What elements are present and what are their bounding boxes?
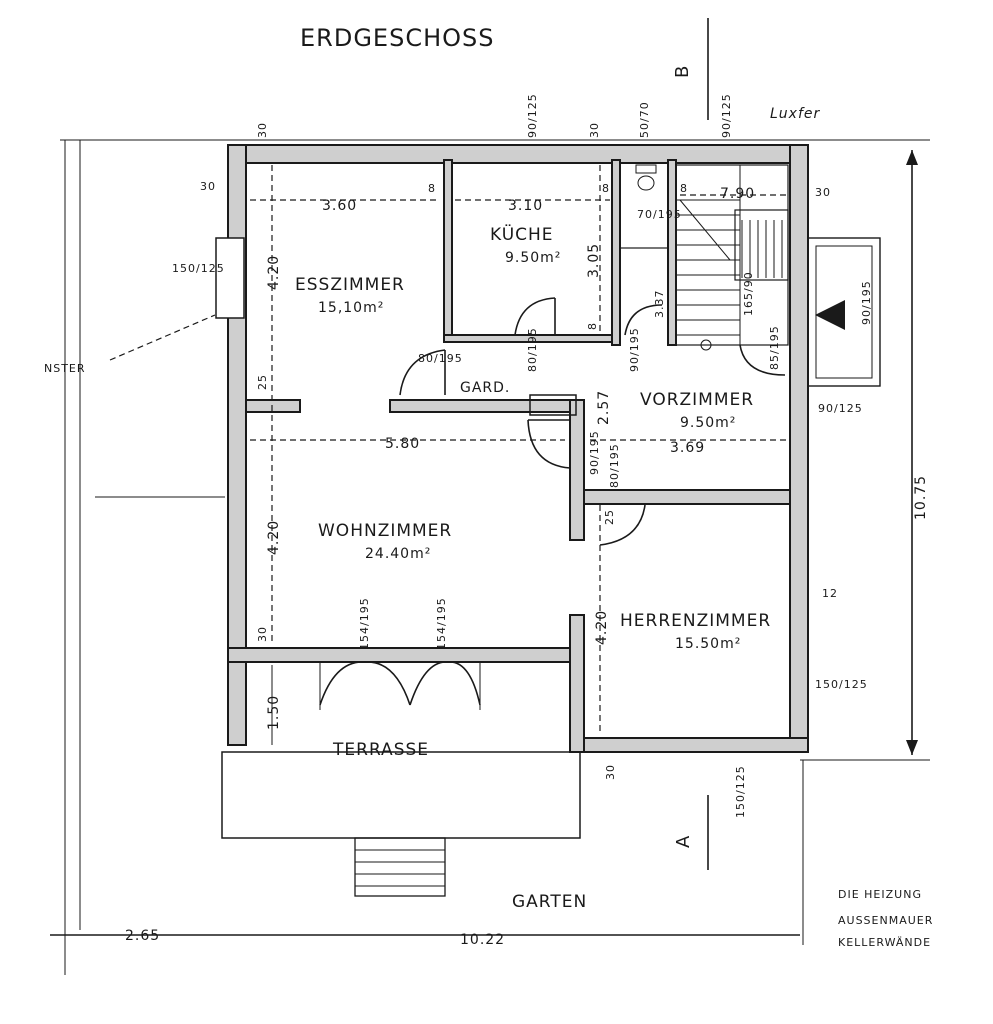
room-vorzimmer: VORZIMMER — [640, 390, 754, 410]
opening-door-kueche: 80/195 — [526, 327, 539, 372]
wall-terrace-top — [227, 647, 579, 663]
window-left — [215, 237, 245, 319]
dim-wall-8-c: 8 — [680, 182, 688, 195]
dim-terrace-depth: 1.50 — [266, 695, 282, 730]
area-esszimmer: 15,10m² — [318, 300, 384, 316]
dim-wall-8-a: 8 — [428, 182, 436, 195]
dim-wohn-width: 5.80 — [385, 436, 420, 452]
label-fenster: NSTER — [44, 362, 86, 375]
dim-top-right: 7.90 — [720, 186, 755, 202]
dim-bottom-total: 10.22 — [460, 932, 505, 948]
opening-door-vor: 85/195 — [768, 325, 781, 370]
dim-wohn-height: 4.20 — [266, 520, 282, 555]
door-arc-vor — [739, 344, 786, 376]
dim-wall-12: 12 — [822, 587, 838, 600]
label-luxfer: Luxfer — [770, 106, 821, 122]
section-mark-b: B — [672, 65, 693, 78]
staircase — [675, 164, 789, 351]
wall-ess-stub — [245, 399, 301, 413]
opening-door-wc: 70/195 — [637, 208, 682, 221]
wall-top — [227, 144, 809, 164]
terrace-steps — [354, 837, 446, 897]
area-herrenzimmer: 15.50m² — [675, 636, 741, 652]
dim-ess-width: 3.60 — [322, 198, 357, 214]
dim-ess-height: 4.20 — [266, 255, 282, 290]
opening-door-stair: 165/90 — [742, 271, 755, 316]
wall-right — [789, 144, 809, 746]
room-garderobe: GARD. — [460, 380, 510, 396]
wall-bottom-right — [569, 737, 809, 753]
opening-win-top-2: 50/70 — [638, 101, 651, 138]
opening-door-out: 90/195 — [860, 280, 873, 325]
opening-door-terr-2: 154/195 — [435, 597, 448, 650]
opening-win-left: 150/125 — [172, 262, 225, 275]
dim-vor-height: 2.57 — [596, 390, 612, 425]
area-wohnzimmer: 24.40m² — [365, 546, 431, 562]
door-arc-wohn — [527, 419, 571, 469]
room-terrasse: TERRASSE — [332, 740, 429, 760]
plan-title: ERDGESCHOSS — [300, 24, 494, 52]
opening-door-terr-1: 154/195 — [358, 597, 371, 650]
opening-win-right-1: 90/125 — [818, 402, 863, 415]
opening-door-wohn-1: 90/195 — [588, 430, 601, 475]
dim-wall-25-herren: 25 — [603, 509, 616, 525]
dim-wall-30-kueche: 30 — [588, 122, 601, 138]
wall-herren-left — [569, 614, 585, 753]
opening-win-top-3: 90/125 — [720, 93, 733, 138]
door-arc-ess — [399, 349, 446, 396]
opening-door-ess: 80/195 — [418, 352, 463, 365]
room-esszimmer: ESSZIMMER — [295, 275, 405, 295]
opening-win-top-1: 90/125 — [526, 93, 539, 138]
room-kueche: KÜCHE — [490, 223, 554, 245]
room-herrenzimmer: HERRENZIMMER — [620, 611, 771, 631]
wall-vor-left — [569, 399, 585, 541]
section-mark-a: A — [673, 835, 694, 848]
note-line-1: DIE HEIZUNG — [838, 888, 922, 901]
dim-wall-30-bottom: 30 — [604, 764, 617, 780]
opening-door-entry: 90/195 — [628, 327, 641, 372]
area-vorzimmer: 9.50m² — [680, 415, 736, 431]
dim-wall-30-wohn: 30 — [256, 626, 269, 642]
door-arc-wc — [624, 304, 663, 336]
wall-gard — [389, 399, 581, 413]
dim-wall-30-left: 30 — [200, 180, 216, 193]
dim-wall-30-right: 30 — [815, 186, 831, 199]
dim-kueche-height: 3.05 — [586, 243, 602, 278]
dim-bottom-left: 2.65 — [125, 928, 160, 944]
wc-room — [619, 162, 669, 249]
wall-vor-bottom — [583, 489, 791, 505]
note-line-3: KELLERWÄNDE — [838, 936, 931, 949]
garderobe-fixture — [529, 394, 577, 416]
dim-wall-30-top: 30 — [256, 122, 269, 138]
door-arc-herren — [599, 504, 646, 546]
label-garten: GARTEN — [512, 892, 587, 912]
dim-kueche-width: 3.10 — [508, 198, 543, 214]
dim-wall-8-b: 8 — [602, 182, 610, 195]
opening-win-bottom: 150/125 — [734, 765, 747, 818]
opening-win-right-2: 150/125 — [815, 678, 868, 691]
door-arc-kueche — [514, 297, 556, 336]
dim-wall-8-d: 8 — [586, 322, 599, 330]
wall-stair-left — [667, 159, 677, 346]
area-kueche: 9.50m² — [505, 250, 561, 266]
note-line-2: AUSSENMAUER — [838, 914, 933, 927]
dim-stair-gap: 3.37 — [653, 290, 666, 319]
wall-kueche-left — [443, 159, 453, 341]
wall-kueche-right — [611, 159, 621, 346]
dim-wall-25-ess: 25 — [256, 374, 269, 390]
room-wohnzimmer: WOHNZIMMER — [318, 521, 452, 541]
opening-door-wohn-2: 80/195 — [608, 443, 621, 488]
dim-side-height: 10.75 — [913, 475, 929, 520]
dim-vor-width: 3.69 — [670, 440, 705, 456]
terrace-doors — [319, 661, 481, 710]
entry-stoop — [807, 237, 881, 387]
terrace-slab — [221, 751, 581, 839]
dim-herren-height: 4.20 — [594, 610, 610, 645]
